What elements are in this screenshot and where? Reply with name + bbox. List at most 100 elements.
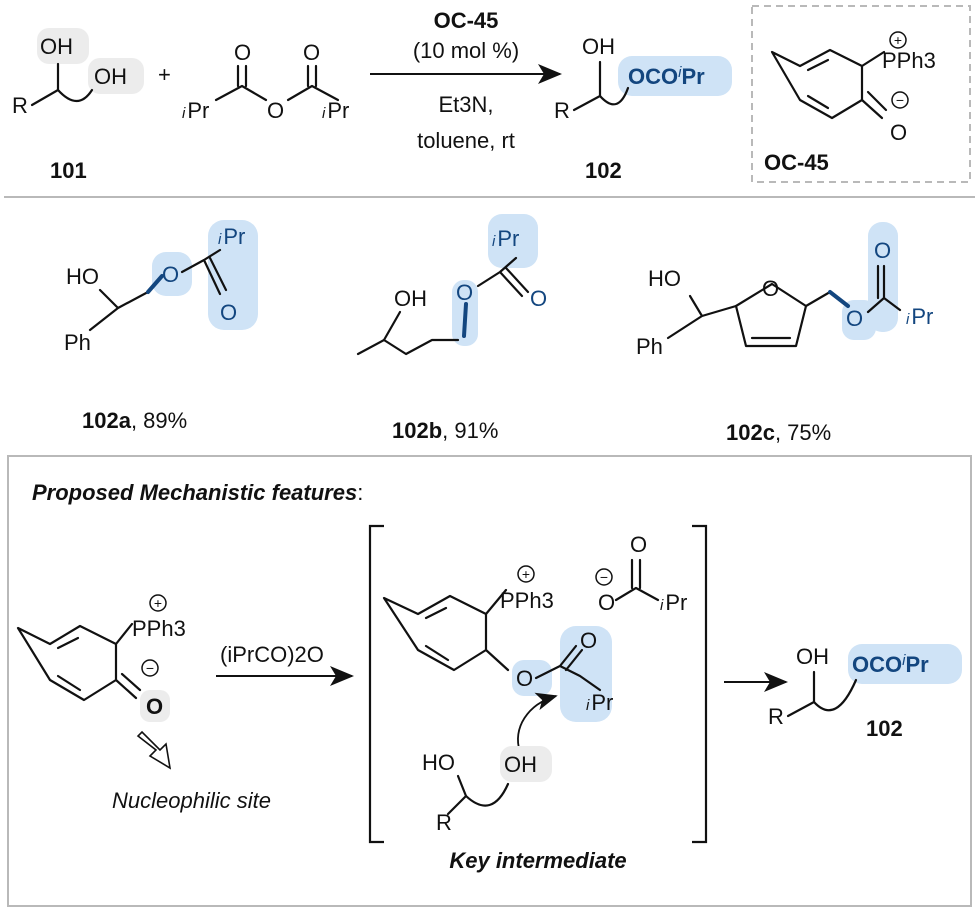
top-reaction: OH OH R 101 + O O O iPr iPr OC-45 (10 mo… — [12, 5, 971, 183]
bond — [866, 264, 902, 314]
key-intermediate: PPh3 + O O iPr − O O iPr HO OH R — [382, 532, 687, 873]
ester-bond — [146, 274, 164, 294]
ester-bond — [828, 290, 850, 308]
oxygen-label: O — [890, 120, 907, 145]
ipr-label: iPr — [906, 304, 933, 329]
example-102a: HO Ph O iPr O 102a, 89% — [64, 220, 258, 433]
mechanism-title: Proposed Mechanistic features: — [32, 480, 363, 505]
ring-bond — [382, 594, 488, 672]
minus-charge: − — [896, 92, 904, 108]
bond — [356, 338, 460, 356]
bond — [114, 622, 134, 646]
bond — [114, 672, 142, 700]
bond — [598, 86, 630, 106]
oh-label: OH — [394, 286, 427, 311]
bridging-o-label: O — [267, 98, 284, 123]
ring-bond — [770, 48, 864, 120]
ester-bond — [462, 302, 468, 338]
ester-highlight — [842, 300, 876, 340]
example-102b: OH O iPr O 102b, 91% — [356, 214, 547, 443]
ipr-label: iPr — [492, 226, 519, 251]
ipr-label: iPr — [586, 690, 613, 715]
oc45-label: OC-45 — [764, 150, 829, 175]
ester-highlight — [618, 56, 732, 96]
plus-charge-icon — [149, 594, 167, 612]
minus-charge: − — [146, 660, 154, 676]
hydroxyl-highlight — [37, 28, 89, 64]
ester-group-label: OCOiPr — [628, 64, 705, 89]
bond — [382, 310, 402, 342]
bond — [30, 62, 60, 107]
ester-o-label: O — [456, 280, 473, 305]
left-bracket — [368, 524, 384, 844]
ester-highlight — [208, 220, 258, 330]
bond — [476, 256, 530, 298]
reactant-diol: OH OH R 101 — [12, 28, 144, 183]
product-monoester: OH R OCOiPr 102 — [554, 34, 732, 183]
r-group-label: R — [12, 93, 28, 118]
bond — [180, 248, 228, 296]
plus-sign: + — [158, 62, 171, 87]
ho-label: HO — [422, 750, 455, 775]
ring-double-bond — [424, 606, 450, 662]
r-group-label: R — [436, 810, 452, 835]
ho-label: HO — [648, 266, 681, 291]
reagent-label: (iPrCO)2O — [220, 642, 324, 667]
bond — [484, 588, 508, 616]
pph3-label: PPh3 — [500, 588, 554, 613]
pph3-label: PPh3 — [882, 48, 936, 73]
yield-label: 102c, 75% — [726, 420, 831, 445]
hydroxyl-highlight — [500, 746, 552, 782]
reactant-anhydride: O O O iPr iPr — [182, 40, 349, 123]
mechanism-panel: Proposed Mechanistic features: PPh3 + − … — [7, 455, 972, 907]
minus-charge-icon — [595, 568, 613, 586]
dashed-box — [751, 5, 971, 183]
solvent-label: toluene, rt — [417, 128, 515, 153]
mechanism-border — [7, 455, 972, 907]
ester-highlight — [488, 214, 538, 268]
plus-charge: + — [894, 32, 902, 48]
bond — [214, 84, 268, 102]
carbonyl-o-label: O — [303, 40, 320, 65]
r-group-label: R — [554, 98, 570, 123]
bond — [446, 774, 468, 816]
ph-label: Ph — [64, 330, 91, 355]
carbonyl-o-label: O — [220, 300, 237, 325]
carbonyl-o-label: O — [234, 40, 251, 65]
catalyst-structure-box: PPh3 + − O OC-45 — [751, 5, 971, 183]
minus-charge-icon — [891, 91, 909, 109]
furan-o-label: O — [762, 276, 779, 301]
right-bracket — [692, 524, 708, 844]
bond — [666, 294, 738, 340]
bond — [88, 288, 150, 332]
compound-102-label: 102 — [866, 716, 903, 741]
oxygen-highlight — [140, 690, 170, 722]
carboxylate-carbonyl-label: O — [630, 532, 647, 557]
plus-charge-icon — [889, 31, 907, 49]
bond — [56, 88, 94, 103]
hydroxyl-highlight — [88, 58, 144, 94]
bond — [572, 60, 602, 112]
ipr-label: iPr — [218, 224, 245, 249]
furan-ring — [734, 282, 808, 348]
attack-arrow — [517, 692, 558, 753]
ring-double-bond — [56, 636, 82, 692]
bond — [812, 678, 858, 712]
bond — [534, 644, 602, 692]
compound-101-label: 101 — [50, 158, 87, 183]
key-intermediate-label: Key intermediate — [449, 848, 626, 873]
ester-o-label: O — [516, 666, 533, 691]
bond — [786, 670, 816, 718]
ester-highlight — [512, 660, 552, 696]
hollow-arrow-icon — [136, 730, 172, 770]
ipr-label: iPr — [322, 98, 349, 123]
bond — [614, 558, 660, 602]
bond — [484, 648, 510, 672]
oh-label: OH — [40, 34, 73, 59]
ipr-label: iPr — [660, 590, 687, 615]
minus-charge: − — [600, 569, 608, 585]
catalyst-ylide: PPh3 + − O Nucleophilic site — [16, 594, 271, 813]
ester-highlight — [848, 644, 962, 684]
ester-highlight — [152, 252, 192, 296]
